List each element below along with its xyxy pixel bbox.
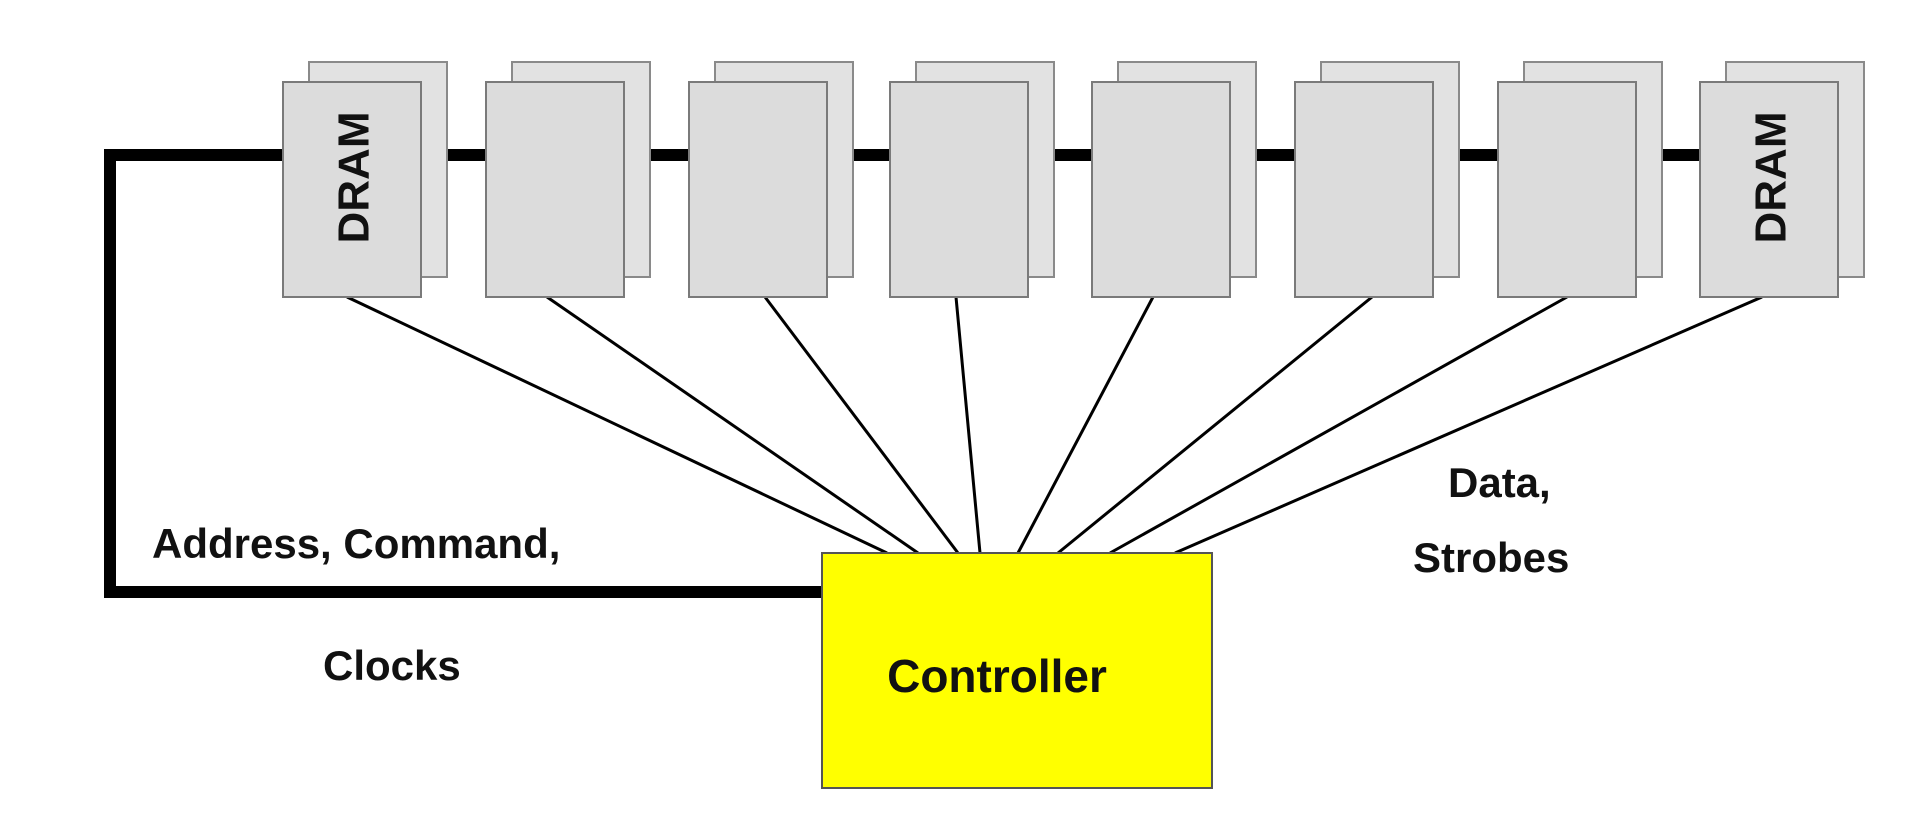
data-line-3 xyxy=(763,296,960,554)
clocks-label: Clocks xyxy=(323,642,461,689)
dram-chip-front xyxy=(485,81,625,298)
address-command-label: Address, Command, xyxy=(152,520,560,567)
data-line-2 xyxy=(546,295,919,555)
dram-chip-label: DRAM xyxy=(330,112,379,244)
dram-chip-6 xyxy=(1294,61,1460,298)
data-label: Data, xyxy=(1448,459,1551,506)
dram-chip-label: DRAM xyxy=(1747,112,1796,244)
data-line-7 xyxy=(1109,295,1568,555)
dram-chip-front xyxy=(1091,81,1231,298)
dram-chip-front xyxy=(688,81,828,298)
dram-chip-front xyxy=(1699,81,1839,298)
controller-label: Controller xyxy=(887,650,1107,702)
dram-chip-2 xyxy=(485,61,651,298)
dram-chip-7 xyxy=(1497,61,1663,298)
dram-chip-front xyxy=(889,81,1029,298)
dram-chip-8: DRAM xyxy=(1699,61,1865,298)
strobes-label: Strobes xyxy=(1413,534,1569,581)
dram-chips: DRAM DRAM xyxy=(282,61,1865,298)
dram-chip-1: DRAM xyxy=(282,61,448,298)
data-line-1 xyxy=(346,295,888,555)
dram-chip-3 xyxy=(688,61,854,298)
controller-box xyxy=(821,552,1213,789)
data-line-4 xyxy=(954,296,982,554)
dram-chip-front xyxy=(1497,81,1637,298)
dram-chip-4 xyxy=(889,61,1055,298)
dram-chip-front xyxy=(1294,81,1434,298)
data-line-5 xyxy=(1016,296,1155,554)
controller: Controller xyxy=(821,552,1213,789)
data-strobe-lines xyxy=(346,295,1763,555)
data-line-6 xyxy=(1057,295,1373,555)
dram-chip-5 xyxy=(1091,61,1257,298)
data-line-8 xyxy=(1174,295,1763,555)
dram-chip-front xyxy=(282,81,422,298)
